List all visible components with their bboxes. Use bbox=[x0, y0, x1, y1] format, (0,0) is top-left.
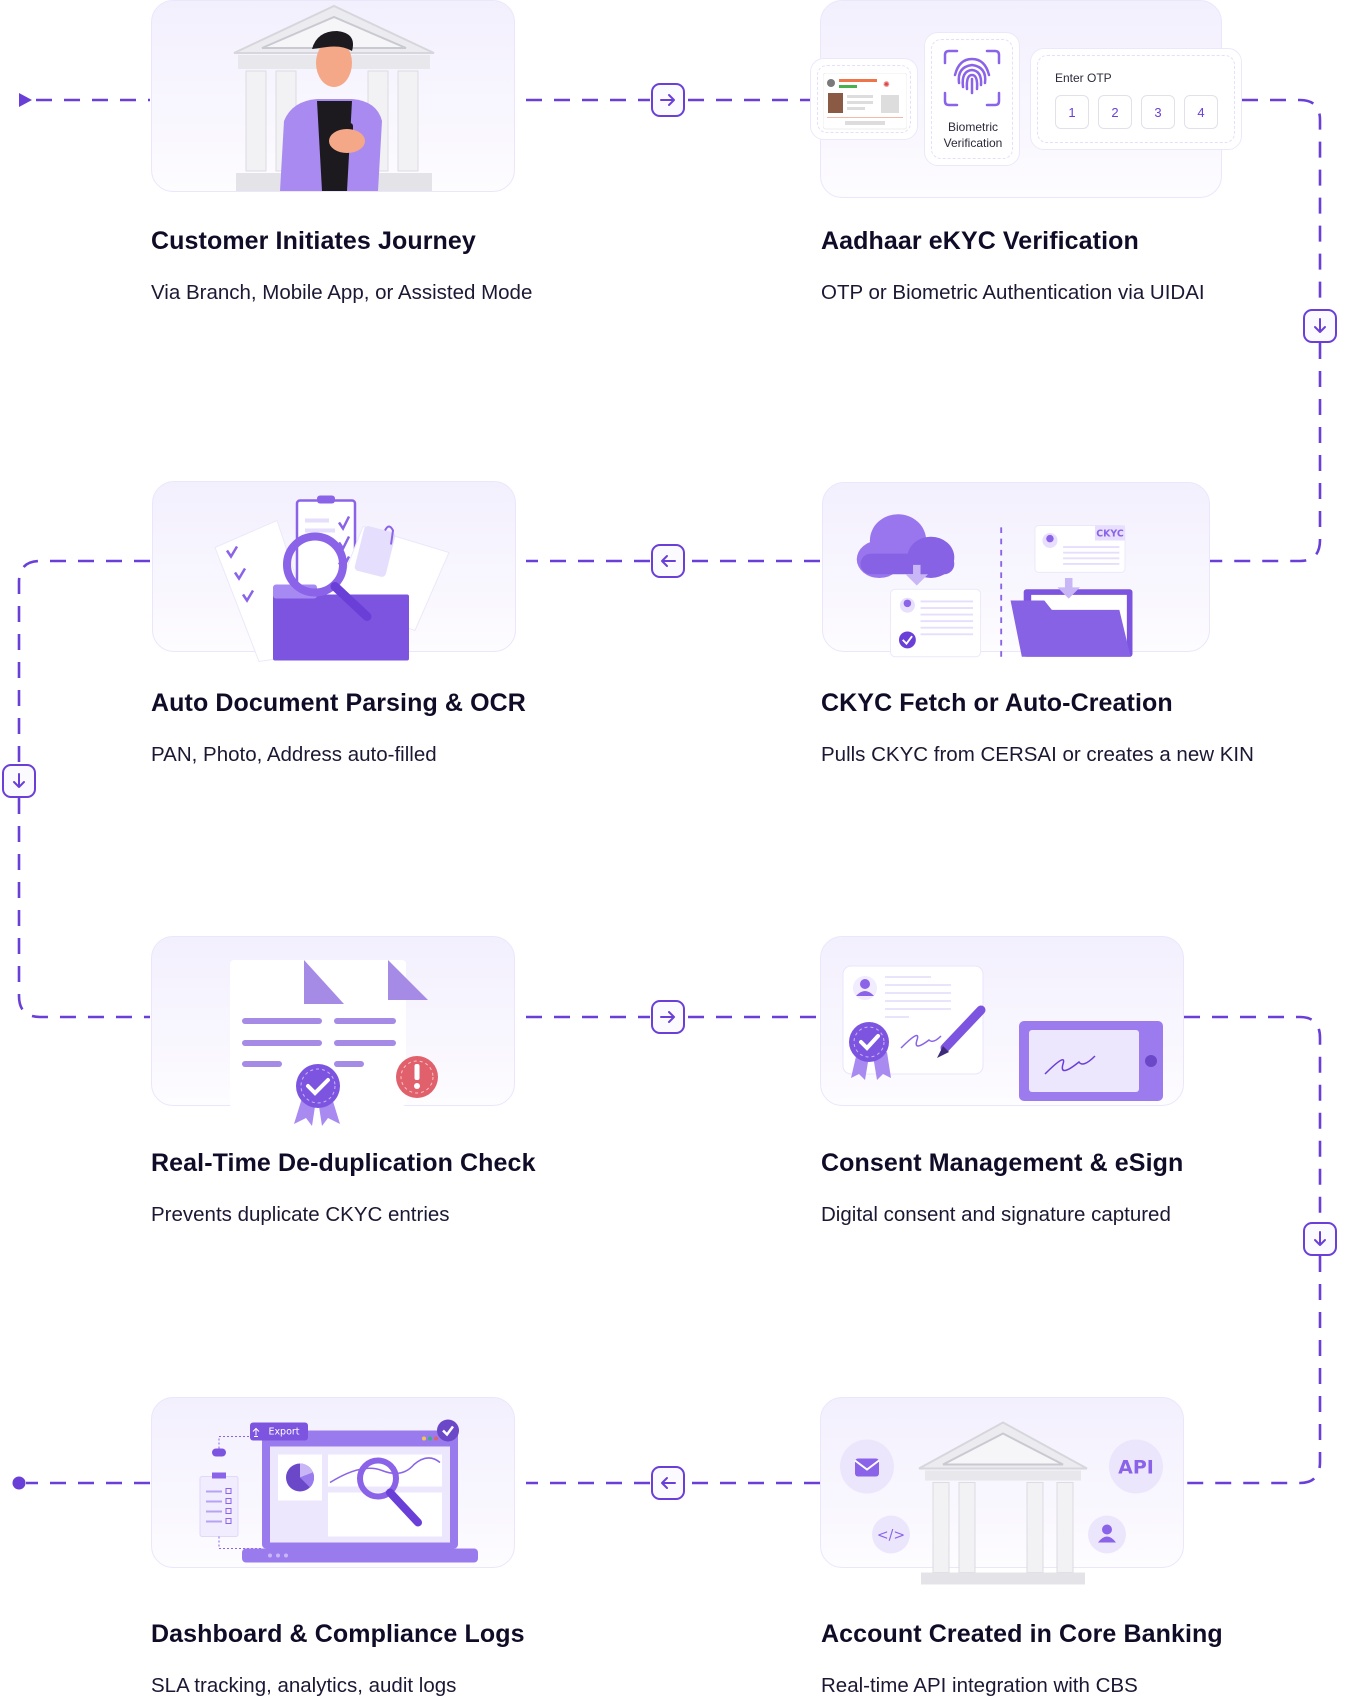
arrow-left-icon bbox=[661, 555, 676, 567]
dashboard-laptop-illustration: Export bbox=[199, 1419, 478, 1563]
next-step-button-5[interactable] bbox=[651, 1000, 685, 1034]
otp-digit-field[interactable]: 3 bbox=[1141, 95, 1175, 129]
bank-person-illustration bbox=[233, 4, 435, 191]
step-title: CKYC Fetch or Auto-Creation bbox=[821, 689, 1173, 717]
next-step-button-6[interactable] bbox=[1303, 1222, 1337, 1256]
biometric-verification-widget[interactable]: Biometric Verification bbox=[924, 32, 1020, 166]
step-description: SLA tracking, analytics, audit logs bbox=[151, 1674, 457, 1697]
user-icon bbox=[1102, 1524, 1112, 1535]
step-title: Consent Management & eSign bbox=[821, 1149, 1184, 1177]
step-card-document-ocr bbox=[152, 481, 516, 663]
connector-line-4-5 bbox=[17, 559, 150, 764]
step-title: Auto Document Parsing & OCR bbox=[151, 689, 526, 717]
esign-illustration bbox=[842, 965, 1163, 1101]
export-label: Export bbox=[268, 1427, 299, 1438]
next-step-button-4[interactable] bbox=[2, 764, 36, 798]
start-marker-icon bbox=[19, 93, 32, 107]
code-icon: </> bbox=[877, 1528, 905, 1544]
fingerprint-icon bbox=[943, 49, 1001, 107]
duplicate-documents-illustration bbox=[230, 960, 438, 1126]
step-card-deduplication bbox=[151, 936, 515, 1126]
connector-line-6-7 bbox=[1184, 1015, 1322, 1222]
otp-digit-field[interactable]: 1 bbox=[1055, 95, 1089, 129]
bank-api-illustration: </> API bbox=[840, 1421, 1163, 1585]
biometric-label: Biometric Verification bbox=[925, 119, 1021, 151]
step-description: OTP or Biometric Authentication via UIDA… bbox=[821, 281, 1205, 304]
step-card-customer-journey bbox=[151, 0, 515, 192]
step-card-ckyc-fetch: CKYC bbox=[822, 482, 1210, 658]
connector-line-4-5b bbox=[17, 798, 150, 1019]
otp-label: Enter OTP bbox=[1055, 71, 1112, 85]
step-title: Real-Time De-duplication Check bbox=[151, 1149, 536, 1177]
step-title: Dashboard & Compliance Logs bbox=[151, 1620, 525, 1648]
otp-digit-field[interactable]: 4 bbox=[1184, 95, 1218, 129]
cloud-icon bbox=[856, 514, 955, 578]
next-step-button-3[interactable] bbox=[651, 544, 685, 578]
verified-seal-icon bbox=[296, 1064, 340, 1108]
step-title: Account Created in Core Banking bbox=[821, 1620, 1223, 1648]
next-step-button-2[interactable] bbox=[1303, 309, 1337, 343]
aadhaar-card-widget: ✺ bbox=[810, 58, 918, 140]
otp-entry-widget: Enter OTP 1 2 3 4 bbox=[1030, 48, 1242, 150]
mail-icon bbox=[855, 1458, 879, 1477]
step-description: PAN, Photo, Address auto-filled bbox=[151, 743, 437, 766]
step-description: Via Branch, Mobile App, or Assisted Mode bbox=[151, 281, 533, 304]
end-marker-icon bbox=[12, 1476, 26, 1490]
documents-magnifier-illustration bbox=[214, 495, 450, 663]
connector-line-2-3 bbox=[1242, 98, 1322, 309]
step-card-dashboard-logs: Export bbox=[151, 1397, 515, 1568]
aadhaar-card-icon: ✺ bbox=[823, 73, 907, 130]
check-badge-icon bbox=[437, 1419, 459, 1442]
upload-icon bbox=[252, 1427, 260, 1437]
svg-text:✺: ✺ bbox=[883, 80, 890, 89]
arrow-left-icon bbox=[661, 1477, 676, 1489]
biometric-label-line2: Verification bbox=[943, 136, 1003, 150]
cloud-folder-illustration: CKYC bbox=[856, 514, 1133, 658]
step-card-consent-esign bbox=[820, 936, 1184, 1106]
step-description: Digital consent and signature captured bbox=[821, 1203, 1171, 1226]
arrow-down-icon bbox=[1314, 318, 1326, 333]
next-step-button-7[interactable] bbox=[651, 1466, 685, 1500]
next-step-button-1[interactable] bbox=[651, 83, 685, 117]
step-description: Prevents duplicate CKYC entries bbox=[151, 1203, 450, 1226]
biometric-label-line1: Biometric bbox=[947, 120, 998, 134]
connector-line-6-7b bbox=[1184, 1256, 1322, 1485]
person-with-phone-icon bbox=[280, 31, 382, 191]
step-title: Customer Initiates Journey bbox=[151, 227, 476, 255]
ckyc-badge: CKYC bbox=[1096, 529, 1124, 540]
step-card-core-banking: </> API bbox=[820, 1397, 1184, 1585]
arrow-down-icon bbox=[1314, 1231, 1326, 1246]
api-label: API bbox=[1118, 1457, 1154, 1479]
step-description: Real-time API integration with CBS bbox=[821, 1674, 1138, 1697]
bank-building-icon bbox=[918, 1421, 1088, 1585]
arrow-right-icon bbox=[660, 1011, 675, 1023]
step-title: Aadhaar eKYC Verification bbox=[821, 227, 1139, 255]
arrow-right-icon bbox=[660, 94, 675, 106]
step-description: Pulls CKYC from CERSAI or creates a new … bbox=[821, 743, 1254, 766]
otp-digit-field[interactable]: 2 bbox=[1098, 95, 1132, 129]
arrow-down-icon bbox=[13, 773, 25, 788]
connector-line-2-3b bbox=[1207, 343, 1322, 563]
